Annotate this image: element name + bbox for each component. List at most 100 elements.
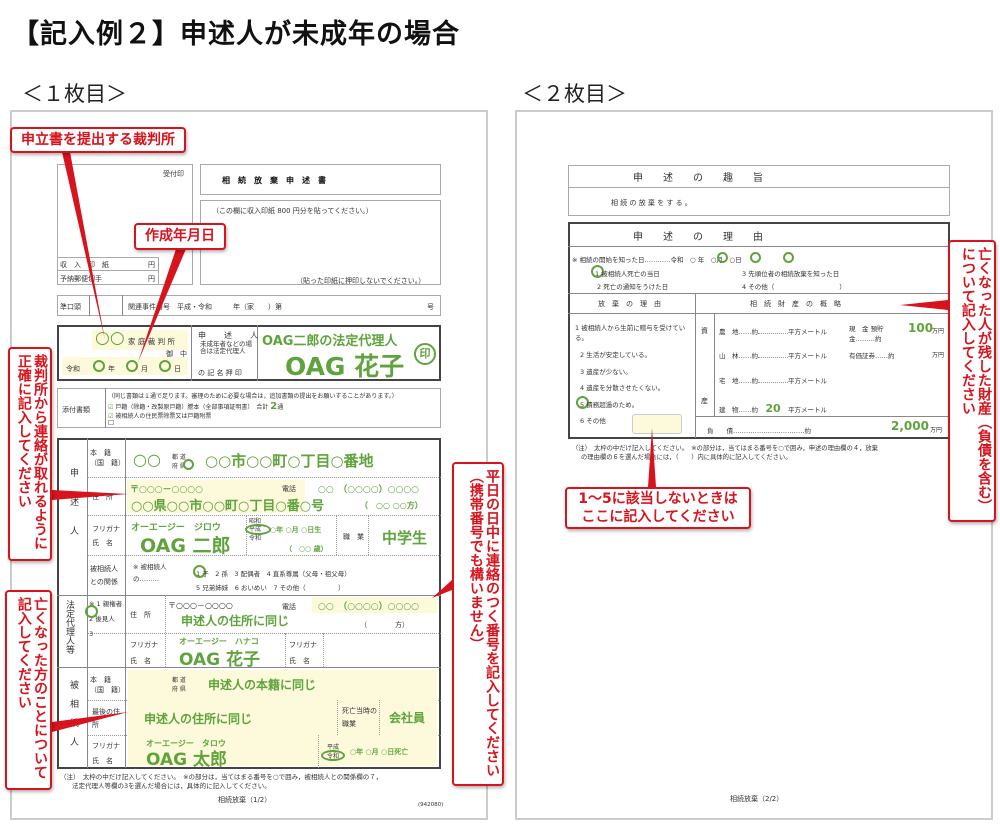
reason-2: 2 生活が安定している。 <box>580 351 652 359</box>
phone-label: 電話 <box>282 485 296 493</box>
attachment-count[interactable]: 2 <box>270 401 278 412</box>
reason-6: 6 その他 <box>580 417 606 425</box>
party-table <box>57 438 441 769</box>
page2-footer: 相続放棄（2/2） <box>730 795 784 803</box>
manen-label: 万円 <box>930 427 943 434</box>
applicant-address[interactable]: ○○県○○市○○町○丁目○番○号 <box>131 499 325 514</box>
page-title: 【記入例２】申述人が未成年の場合 <box>12 19 460 50</box>
start-option-3: 3 先順位者の相続放棄を知った日 <box>742 270 840 278</box>
representative-of[interactable]: OAG二郎の法定代理人 <box>262 334 398 349</box>
securities-label: 有価証券……約 <box>849 352 895 360</box>
relation-label: 被相続人との関係 <box>90 565 118 586</box>
related-case-label: 関連事件番号 平成・令和 年（家 ）第 <box>128 303 282 311</box>
manen-label: 万円 <box>932 328 945 335</box>
applicant-kana[interactable]: オーエージー ジロウ <box>131 523 221 533</box>
rep-address[interactable]: 申述人の住所に同じ <box>181 614 290 628</box>
assets-label: 資 <box>701 327 708 335</box>
page2-label: ＜２枚目＞ <box>522 82 627 106</box>
occupation-at-death-label: 死亡当時の職業 <box>342 707 377 728</box>
attachments-note: （同じ書類は１通で足ります。審理のために必要な場合は，追加書類の提出をお願いする… <box>108 393 398 400</box>
last-address-label: 最後の住所 <box>92 708 120 729</box>
representative-group-label: 法定代理人等 <box>64 600 74 654</box>
cash-amount[interactable]: 100 <box>908 321 934 335</box>
sqm-label: 平方メートル <box>788 406 827 414</box>
deceased-name[interactable]: OAG 太郎 <box>146 750 228 770</box>
court-name[interactable]: ○○ <box>95 328 125 348</box>
reason-5: 5 債務超過のため。 <box>580 401 639 409</box>
name-label: 氏 名 <box>289 657 310 665</box>
applicant-zip[interactable]: 〒○○○－○○○○ <box>130 485 203 495</box>
applicant-signature[interactable]: OAG 花子 <box>285 352 405 381</box>
relation-prefix: ※ 被相続人の……… <box>133 563 167 583</box>
debt-amount[interactable]: 2,000 <box>891 419 929 433</box>
applicant-label: 申 述 人 <box>198 331 263 340</box>
purpose-box <box>568 165 950 216</box>
form-title: 相 続 放 棄 申 述 書 <box>222 176 326 185</box>
applicant-sub: 未成年者などの場合は法定代理人 <box>200 340 252 356</box>
deceased-address[interactable]: 申述人の住所に同じ <box>144 712 253 726</box>
sqm-label: 平方メートル <box>788 377 827 385</box>
rep-phone[interactable]: ○○ （○○○○）○○○○ <box>318 602 420 612</box>
start-option-2: 2 死亡の通知をうけた日 <box>597 283 669 291</box>
stamp-note-2: （貼った印紙に押印しないでください。） <box>296 277 426 285</box>
reason-3: 3 遺産が少ない。 <box>580 368 632 376</box>
yen-label: 円 <box>148 275 155 283</box>
representative-type-options: ※ 1 親権者 2 後見人 3 <box>89 600 129 638</box>
sqm-label: 平方メートル <box>788 352 827 360</box>
check-icon[interactable]: ☑ <box>108 413 114 420</box>
start-date: ※ 相続の開始を知った日…………令和 ○ 年 ○月 ○日 <box>572 256 742 264</box>
callout-other: 1〜5に該当しないときは ここに記入してください <box>565 487 751 529</box>
seal-icon: 印 <box>414 343 436 365</box>
building-label: 建 物……約 <box>719 406 758 414</box>
callout-date: 作成年月日 <box>134 223 226 250</box>
assets-label-2: 産 <box>701 397 708 405</box>
page1-note: （注） 太枠の中だけ記入してください。 ※の部分は，当てはまる番号を○で囲み，被… <box>60 773 383 781</box>
renunciation-reason-heading: 放 棄 の 理 由 <box>598 300 661 308</box>
court-applicant-box <box>57 325 441 381</box>
reason-1: 1 被相続人から生前に贈与を受けている。 <box>575 324 686 342</box>
page2-note-2: の理由欄の６を選んだ場合には，（ ）内に具体的に記入してください。 <box>581 454 792 461</box>
deceased-occupation[interactable]: 会社員 <box>389 711 426 725</box>
applicant-age[interactable]: （ ○○ 歳） <box>285 545 328 553</box>
building-area[interactable]: 20 <box>765 402 781 415</box>
callout-deceased: 亡くなった方のことについて記入してください <box>5 590 52 790</box>
year-label: 年 <box>108 365 115 373</box>
honseki-label: 本 籍（国 籍） <box>90 449 125 467</box>
applicant-honseki[interactable]: ○○市○○町○丁目○番地 <box>205 452 374 470</box>
name-label: 氏 名 <box>92 757 113 765</box>
checkbox-empty[interactable]: ☐ <box>108 419 115 427</box>
purpose-heading: 申 述 の 趣 旨 <box>633 173 763 184</box>
applicant-birthdate[interactable]: ○年 ○月 ○日生 <box>270 526 322 534</box>
rep-name[interactable]: OAG 花子 <box>179 650 261 670</box>
todofuken-label: 都 道 府 県 <box>172 677 186 693</box>
other-reason-input[interactable] <box>632 414 682 434</box>
applicant-care-of[interactable]: （ ○○ ○○方） <box>360 501 423 510</box>
kimei-label: の 記 名 押 印 <box>198 369 242 377</box>
receipt-stamp-label: 受付印 <box>163 170 184 178</box>
cash-label: 現 金 預貯金………約 <box>849 325 884 343</box>
page1-footer: 相続放棄（1/2） <box>218 796 272 804</box>
applicant-occupation[interactable]: 中学生 <box>382 529 428 547</box>
todofuken-label: 都 道 府 県 <box>172 454 186 470</box>
farmland-label: 農 地……約 <box>719 328 758 336</box>
estate-summary-heading: 相 続 財 産 の 概 略 <box>750 300 841 308</box>
deceased-honseki[interactable]: 申述人の本籍に同じ <box>208 678 317 692</box>
case-number-row <box>57 295 441 316</box>
day-label: 日 <box>174 365 181 373</box>
page1-label: ＜１枚目＞ <box>22 82 127 106</box>
sqm-label: 平方メートル <box>788 328 827 336</box>
check-icon[interactable]: ☑ <box>108 404 114 411</box>
applicant-name[interactable]: OAG 二郎 <box>140 535 231 557</box>
attachment-1: 戸籍（除籍・改製原戸籍）謄本（全部事項証明書） 合計 <box>115 404 269 411</box>
applicant-prefecture[interactable]: ○○ <box>133 450 161 469</box>
residential-land-label: 宅 地……約 <box>719 377 758 385</box>
deceased-kana[interactable]: オーエージー タロウ <box>146 739 226 748</box>
deceased-death-date[interactable]: ○年 ○月 ○日死亡 <box>350 748 409 756</box>
furigana-label: フリガナ <box>92 525 120 533</box>
applicant-phone[interactable]: ○○ （○○○○）○○○○ <box>318 485 420 495</box>
form-page-2 <box>515 110 993 820</box>
rep-kana[interactable]: オーエージー ハナコ <box>179 637 259 646</box>
applicant-group-label: 申述人 <box>68 468 78 555</box>
page2-note: （注） 太枠の中だけ記入してください。 ※の部分は，当てはまる番号を○で囲み，申… <box>572 445 878 452</box>
debt-label: 負 債……………………………約 <box>707 427 811 435</box>
